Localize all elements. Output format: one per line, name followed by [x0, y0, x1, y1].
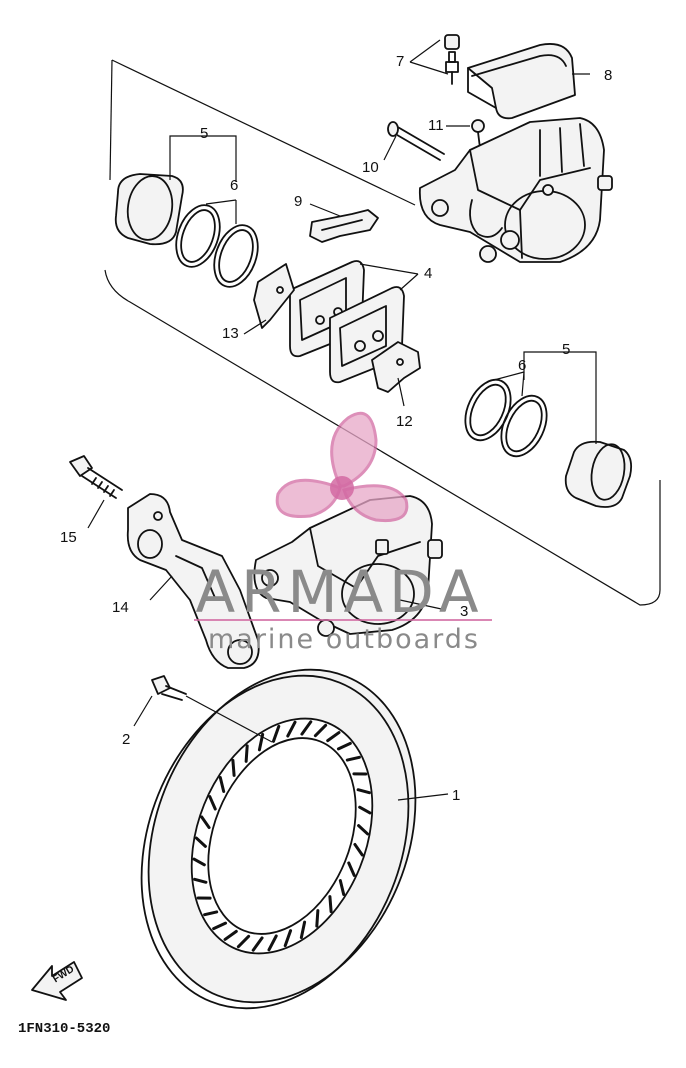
- disc-vent-slot: [313, 723, 328, 738]
- watermark-brand: ARMADA: [195, 558, 484, 626]
- disc-vent-slot: [299, 920, 307, 940]
- disc-vent-slot: [286, 720, 297, 738]
- callout-labels: 1 2 3 4 5 5 6 6 7 8 9 10 11 12 13 14 15: [60, 53, 612, 804]
- disc-vent-slot: [208, 795, 217, 811]
- disc-vent-slot: [338, 879, 346, 897]
- callout-5-right: 5: [562, 341, 570, 358]
- disc-vent-slot: [251, 936, 264, 952]
- caliper-assembly-upper[interactable]: [418, 117, 613, 263]
- pad-pin[interactable]: [387, 121, 445, 161]
- callout-7: 7: [396, 53, 404, 70]
- disc-vent-slot: [300, 720, 313, 736]
- caliper-bracket[interactable]: [126, 493, 260, 669]
- disc-vent-slot: [218, 775, 226, 793]
- disc-vent-slot: [267, 934, 278, 952]
- disc-vent-slot: [200, 815, 211, 830]
- disc-vent-slot: [203, 910, 219, 917]
- armada-logo-icon: [275, 411, 409, 523]
- disc-vent-slot: [194, 836, 207, 848]
- leader-lines-lower: [87, 499, 449, 801]
- disc-vent-slot: [345, 755, 361, 762]
- disc-vent-slot: [357, 824, 370, 836]
- disc-vent-slots: [192, 720, 372, 952]
- watermark: ARMADA marine outboards: [194, 411, 492, 655]
- disc-vent-slot: [236, 934, 251, 949]
- disc-vent-slot: [328, 895, 333, 914]
- brake-disc[interactable]: [94, 629, 464, 1048]
- disc-vent-slot: [336, 741, 352, 751]
- forward-direction-arrow: FWD: [31, 961, 83, 1001]
- callout-11: 11: [428, 117, 444, 134]
- piston-right[interactable]: [564, 440, 633, 508]
- bolt-2[interactable]: [151, 675, 187, 701]
- disc-vent-slot: [356, 788, 371, 795]
- disc-vent-slot: [231, 758, 236, 777]
- pad-cover[interactable]: [467, 43, 576, 120]
- pad-spring[interactable]: [309, 209, 379, 243]
- callout-10: 10: [362, 159, 379, 176]
- callout-12: 12: [396, 413, 413, 430]
- piston-seals-left[interactable]: [168, 199, 265, 293]
- piston-seals-right[interactable]: [456, 373, 555, 464]
- bolt-15[interactable]: [69, 455, 123, 499]
- disc-vent-slot: [192, 857, 206, 867]
- disc-vent-slot: [271, 724, 281, 743]
- disc-vent-slot: [326, 731, 341, 743]
- callout-8: 8: [604, 67, 612, 84]
- disc-vent-slot: [283, 929, 293, 948]
- disc-vent-slot: [244, 744, 249, 763]
- callout-9: 9: [294, 193, 302, 210]
- callout-6-left: 6: [230, 177, 238, 194]
- diagram-code: 1FN310-5320: [18, 1021, 110, 1037]
- group-boundary: [104, 59, 661, 606]
- callout-2: 2: [122, 731, 130, 748]
- disc-vent-slot: [353, 842, 364, 857]
- bleed-screw[interactable]: [444, 34, 460, 85]
- callout-15: 15: [60, 529, 77, 546]
- callout-13: 13: [222, 325, 239, 342]
- watermark-tagline: marine outboards: [208, 624, 480, 655]
- piston-left[interactable]: [114, 173, 184, 246]
- disc-vent-slot: [193, 877, 208, 884]
- callout-1: 1: [452, 787, 460, 804]
- disc-vent-slot: [315, 909, 320, 928]
- callout-3: 3: [460, 603, 468, 620]
- callout-14: 14: [112, 599, 129, 616]
- disc-vent-slot: [347, 861, 356, 877]
- leader-lines-upper: [169, 39, 597, 444]
- callout-6-right: 6: [518, 357, 526, 374]
- disc-vent-slot: [212, 921, 228, 931]
- disc-vent-slot: [358, 805, 372, 815]
- callout-4: 4: [424, 265, 432, 282]
- callout-5-left: 5: [200, 125, 208, 142]
- disc-vent-slot: [223, 929, 238, 941]
- pad-shim-13[interactable]: [253, 263, 295, 329]
- pad-shim-12[interactable]: [371, 341, 421, 393]
